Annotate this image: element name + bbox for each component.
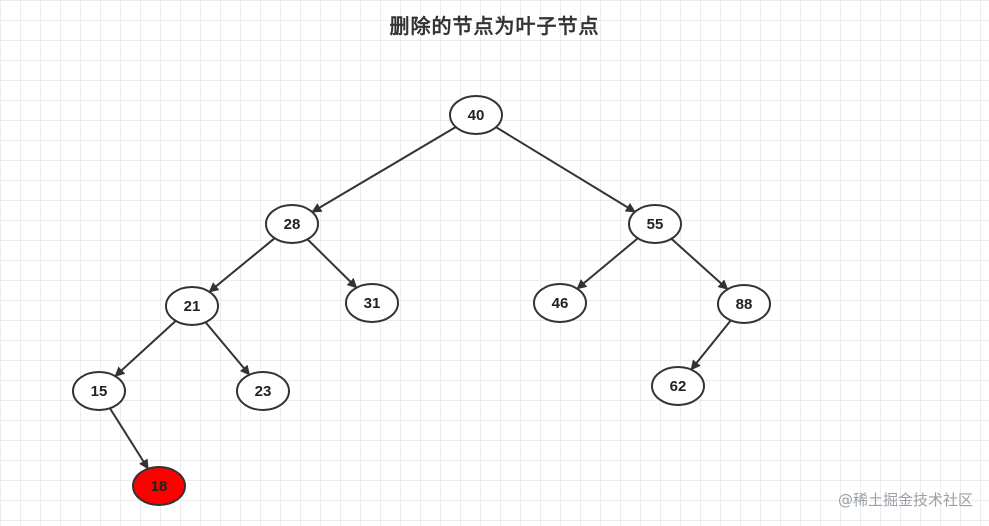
tree-node-15: 15 — [72, 371, 126, 411]
edge-21-to-15 — [114, 320, 177, 377]
edge-15-to-18 — [109, 407, 149, 470]
tree-node-18: 18 — [132, 466, 186, 506]
watermark: @稀土掘金技术社区 — [837, 491, 973, 509]
node-circle — [628, 204, 682, 244]
node-circle — [651, 366, 705, 406]
diagram-title: 删除的节点为叶子节点 — [389, 14, 600, 38]
edge-28-to-21 — [208, 237, 276, 293]
edge-28-to-31 — [306, 238, 358, 289]
tree-node-62: 62 — [651, 366, 705, 406]
node-circle — [717, 284, 771, 324]
tree-node-88: 88 — [717, 284, 771, 324]
edge-40-to-28 — [311, 126, 457, 213]
node-label: 18 — [151, 478, 168, 495]
edges-layer — [109, 126, 732, 470]
nodes-layer: 40 28 55 21 31 46 88 15 23 62 18 — [72, 95, 771, 506]
edge-21-to-23 — [204, 321, 251, 376]
tree-node-31: 31 — [345, 283, 399, 323]
edge-55-to-46 — [576, 237, 639, 290]
edge-40-to-55 — [495, 126, 636, 213]
tree-node-28: 28 — [265, 204, 319, 244]
node-circle — [449, 95, 503, 135]
node-label: 23 — [255, 383, 272, 400]
node-label: 46 — [552, 295, 569, 312]
edge-55-to-88 — [670, 237, 729, 291]
node-label: 21 — [184, 298, 201, 315]
node-circle — [236, 371, 290, 411]
edge-88-to-62 — [690, 319, 732, 371]
node-label: 15 — [91, 383, 108, 400]
tree-node-23: 23 — [236, 371, 290, 411]
node-label: 62 — [670, 378, 687, 395]
node-label: 55 — [647, 216, 664, 233]
node-circle — [72, 371, 126, 411]
node-circle — [345, 283, 399, 323]
tree-node-40: 40 — [449, 95, 503, 135]
deleted-node-circle — [132, 466, 186, 506]
node-label: 28 — [284, 216, 301, 233]
tree-node-55: 55 — [628, 204, 682, 244]
node-circle — [165, 286, 219, 326]
tree-node-21: 21 — [165, 286, 219, 326]
node-label: 40 — [468, 107, 485, 124]
node-circle — [265, 204, 319, 244]
node-circle — [533, 283, 587, 323]
node-label: 88 — [736, 296, 753, 313]
node-label: 31 — [364, 295, 381, 312]
tree-node-46: 46 — [533, 283, 587, 323]
